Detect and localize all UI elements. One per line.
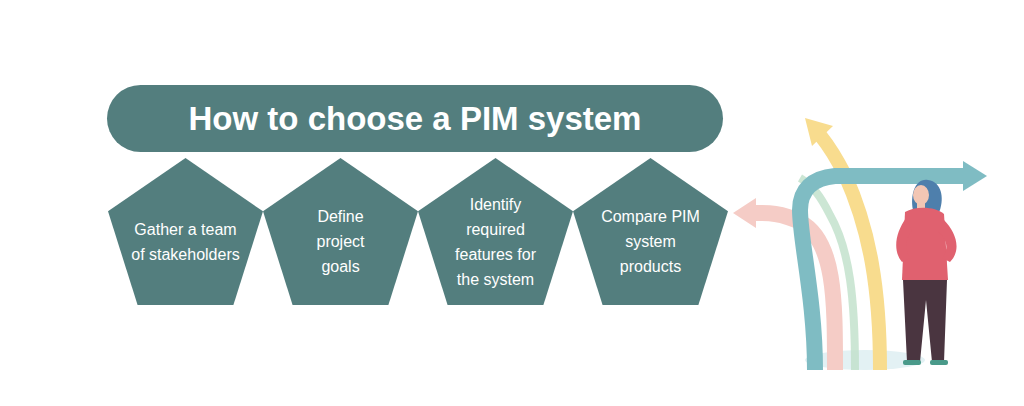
pentagon-shape bbox=[263, 158, 418, 305]
step-text: Compare PIM system products bbox=[596, 204, 706, 279]
step-text: Gather a team of stakeholders bbox=[130, 217, 242, 267]
step-text: Define project goals bbox=[301, 204, 381, 279]
step-pentagon: Compare PIM system products bbox=[573, 158, 728, 305]
step-text: Identify required features for the syste… bbox=[446, 192, 546, 292]
pentagon-shape bbox=[573, 158, 728, 305]
teal-arrowhead bbox=[963, 161, 987, 191]
title-pill: How to choose a PIM system bbox=[107, 85, 723, 152]
pink-arrowhead bbox=[733, 198, 756, 228]
step-pentagon: Identify required features for the syste… bbox=[418, 158, 573, 305]
step-pentagon: Gather a team of stakeholders bbox=[108, 158, 263, 305]
yellow-arrowhead bbox=[805, 118, 833, 146]
woman-figure bbox=[896, 180, 956, 365]
pink-arrow bbox=[752, 213, 835, 370]
step-pentagon: Define project goals bbox=[263, 158, 418, 305]
teal-arrow bbox=[800, 176, 965, 370]
